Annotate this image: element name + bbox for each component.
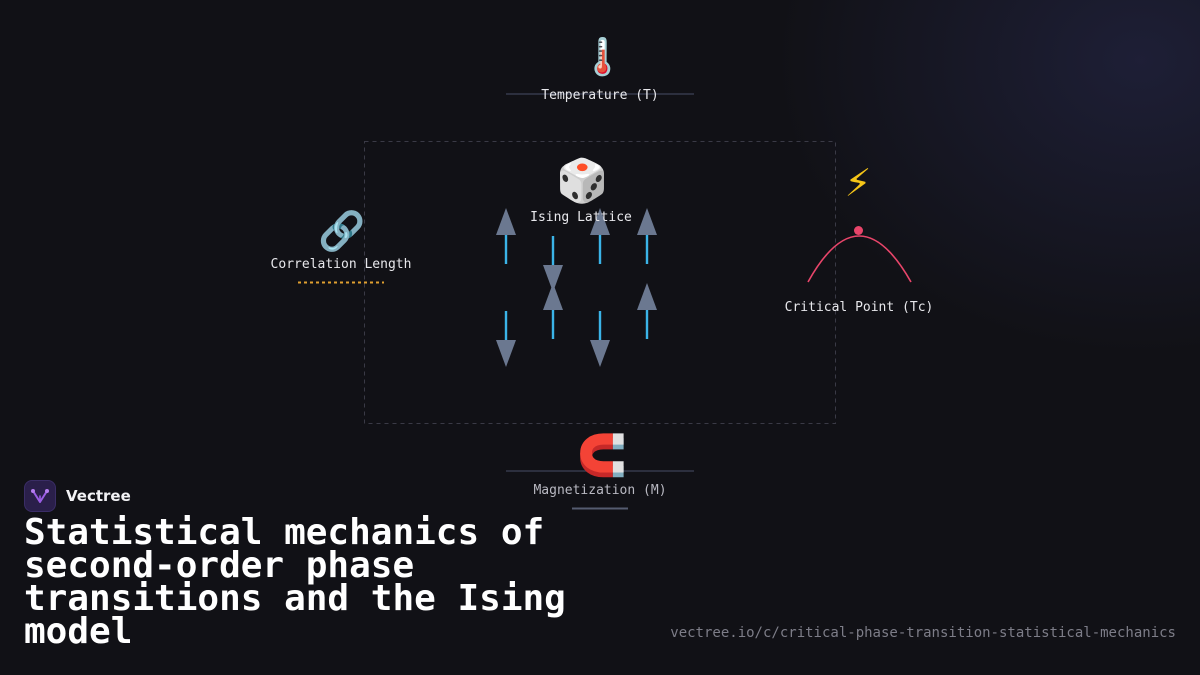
brand-name: Vectree — [66, 487, 131, 505]
spin-down-arrow — [590, 311, 610, 367]
spin-up-arrow — [543, 283, 563, 339]
vectree-logo-icon — [24, 480, 56, 512]
temperature-label: Temperature (T) — [541, 88, 659, 103]
ising-spin-lattice — [496, 208, 657, 367]
spin-up-arrow — [590, 208, 610, 264]
brand: Vectree — [24, 479, 131, 513]
page-title: Statistical mechanics of second-order ph… — [24, 512, 566, 652]
thermometer-icon: 🌡️ — [580, 37, 625, 78]
correlation-length-label: Correlation Length — [270, 257, 412, 272]
dice-icon: 🎲 — [556, 156, 609, 205]
system-frame — [364, 141, 836, 424]
lightning-icon: ⚡ — [844, 161, 872, 205]
critical-curve — [807, 235, 912, 283]
ising-lattice-label: Ising Lattice — [530, 210, 632, 225]
spin-up-arrow — [496, 208, 516, 264]
spin-up-arrow — [637, 208, 657, 264]
critical-point-dot — [854, 226, 863, 235]
link-icon: 🔗 — [318, 209, 366, 253]
magnet-icon: 🧲 — [577, 433, 627, 479]
critical-point-label: Critical Point (Tc) — [784, 300, 934, 315]
magnetization-label: Magnetization (M) — [533, 483, 667, 498]
source-url[interactable]: vectree.io/c/critical-phase-transition-s… — [670, 625, 1176, 641]
spin-up-arrow — [637, 283, 657, 339]
spin-down-arrow — [496, 311, 516, 367]
spin-down-arrow — [543, 236, 563, 292]
